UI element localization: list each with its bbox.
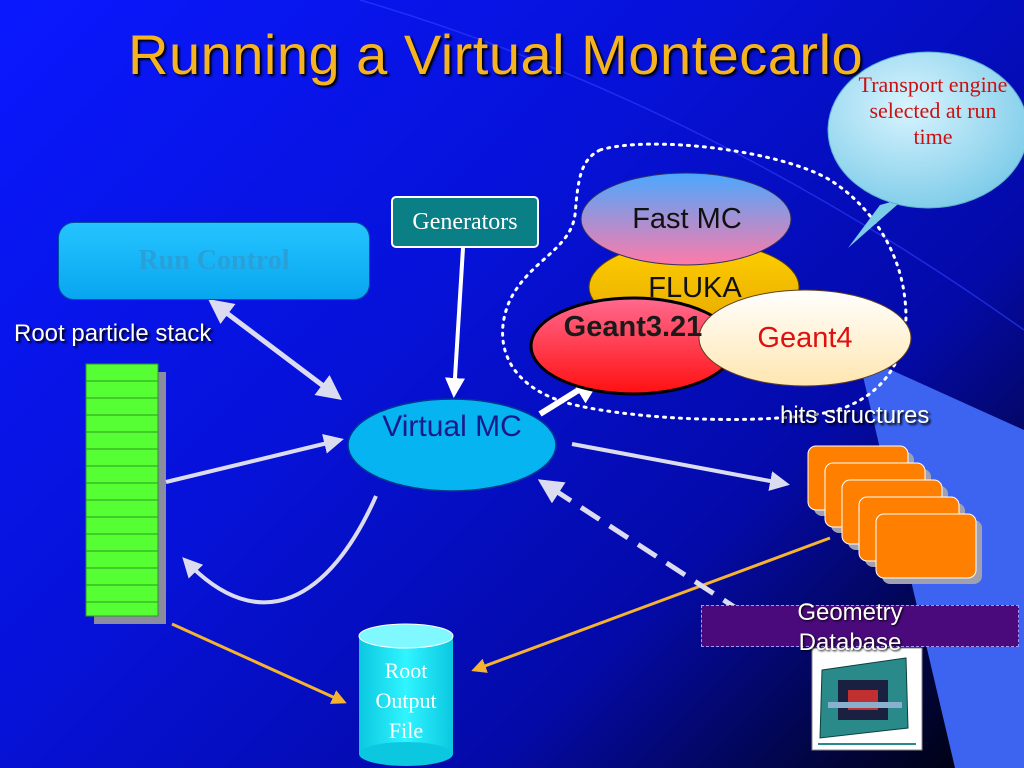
background-arc	[359, 0, 1024, 331]
root-output-cylinder	[358, 623, 454, 766]
virtual-mc-label: Virtual MC	[382, 410, 522, 443]
root-particle-stack-label: Root particle stack	[14, 320, 212, 347]
generators-box: Generators	[391, 196, 539, 248]
generators-label: Generators	[412, 208, 518, 235]
arrow-stack-vmc	[165, 434, 344, 484]
callout-tail	[848, 198, 905, 248]
engine-cloud-outline	[501, 142, 908, 421]
fast-mc-node	[580, 172, 792, 266]
arrow-stack-rootfile	[171, 622, 347, 704]
callout-text: Transport engine selected at run time	[858, 72, 1008, 149]
geometry-database-bar	[701, 605, 1019, 647]
slide-title: Running a Virtual Montecarlo	[128, 23, 864, 86]
arrow-runcontrol-vmc	[208, 298, 342, 401]
geometry-database-label: Geometry Database	[797, 599, 903, 656]
virtual-mc-node	[347, 398, 557, 492]
run-control-box: Run Control	[58, 222, 370, 300]
callout-bubble	[827, 51, 1024, 209]
geant4-node	[698, 289, 912, 387]
fast-mc-label: Fast MC	[632, 203, 742, 235]
fluka-label: FLUKA	[648, 272, 742, 304]
root-output-file-label: Root Output File	[375, 658, 437, 743]
arrow-vmc-stack-curve	[182, 495, 378, 605]
run-control-label: Run Control	[138, 245, 290, 276]
particle-stack	[85, 363, 166, 624]
hits-structures-stack	[807, 445, 982, 584]
arrow-generators-vmc	[445, 247, 465, 398]
geant4-label: Geant4	[757, 322, 853, 354]
arrow-hits-rootfile	[471, 536, 831, 673]
geant3-label: Geant3.21	[563, 311, 703, 343]
arrow-geometry-vmc-dashed	[537, 479, 744, 615]
geometry-detector-image	[811, 647, 923, 751]
arrow-vmc-hits	[571, 442, 790, 491]
hits-structures-label: hits structures	[780, 402, 930, 429]
